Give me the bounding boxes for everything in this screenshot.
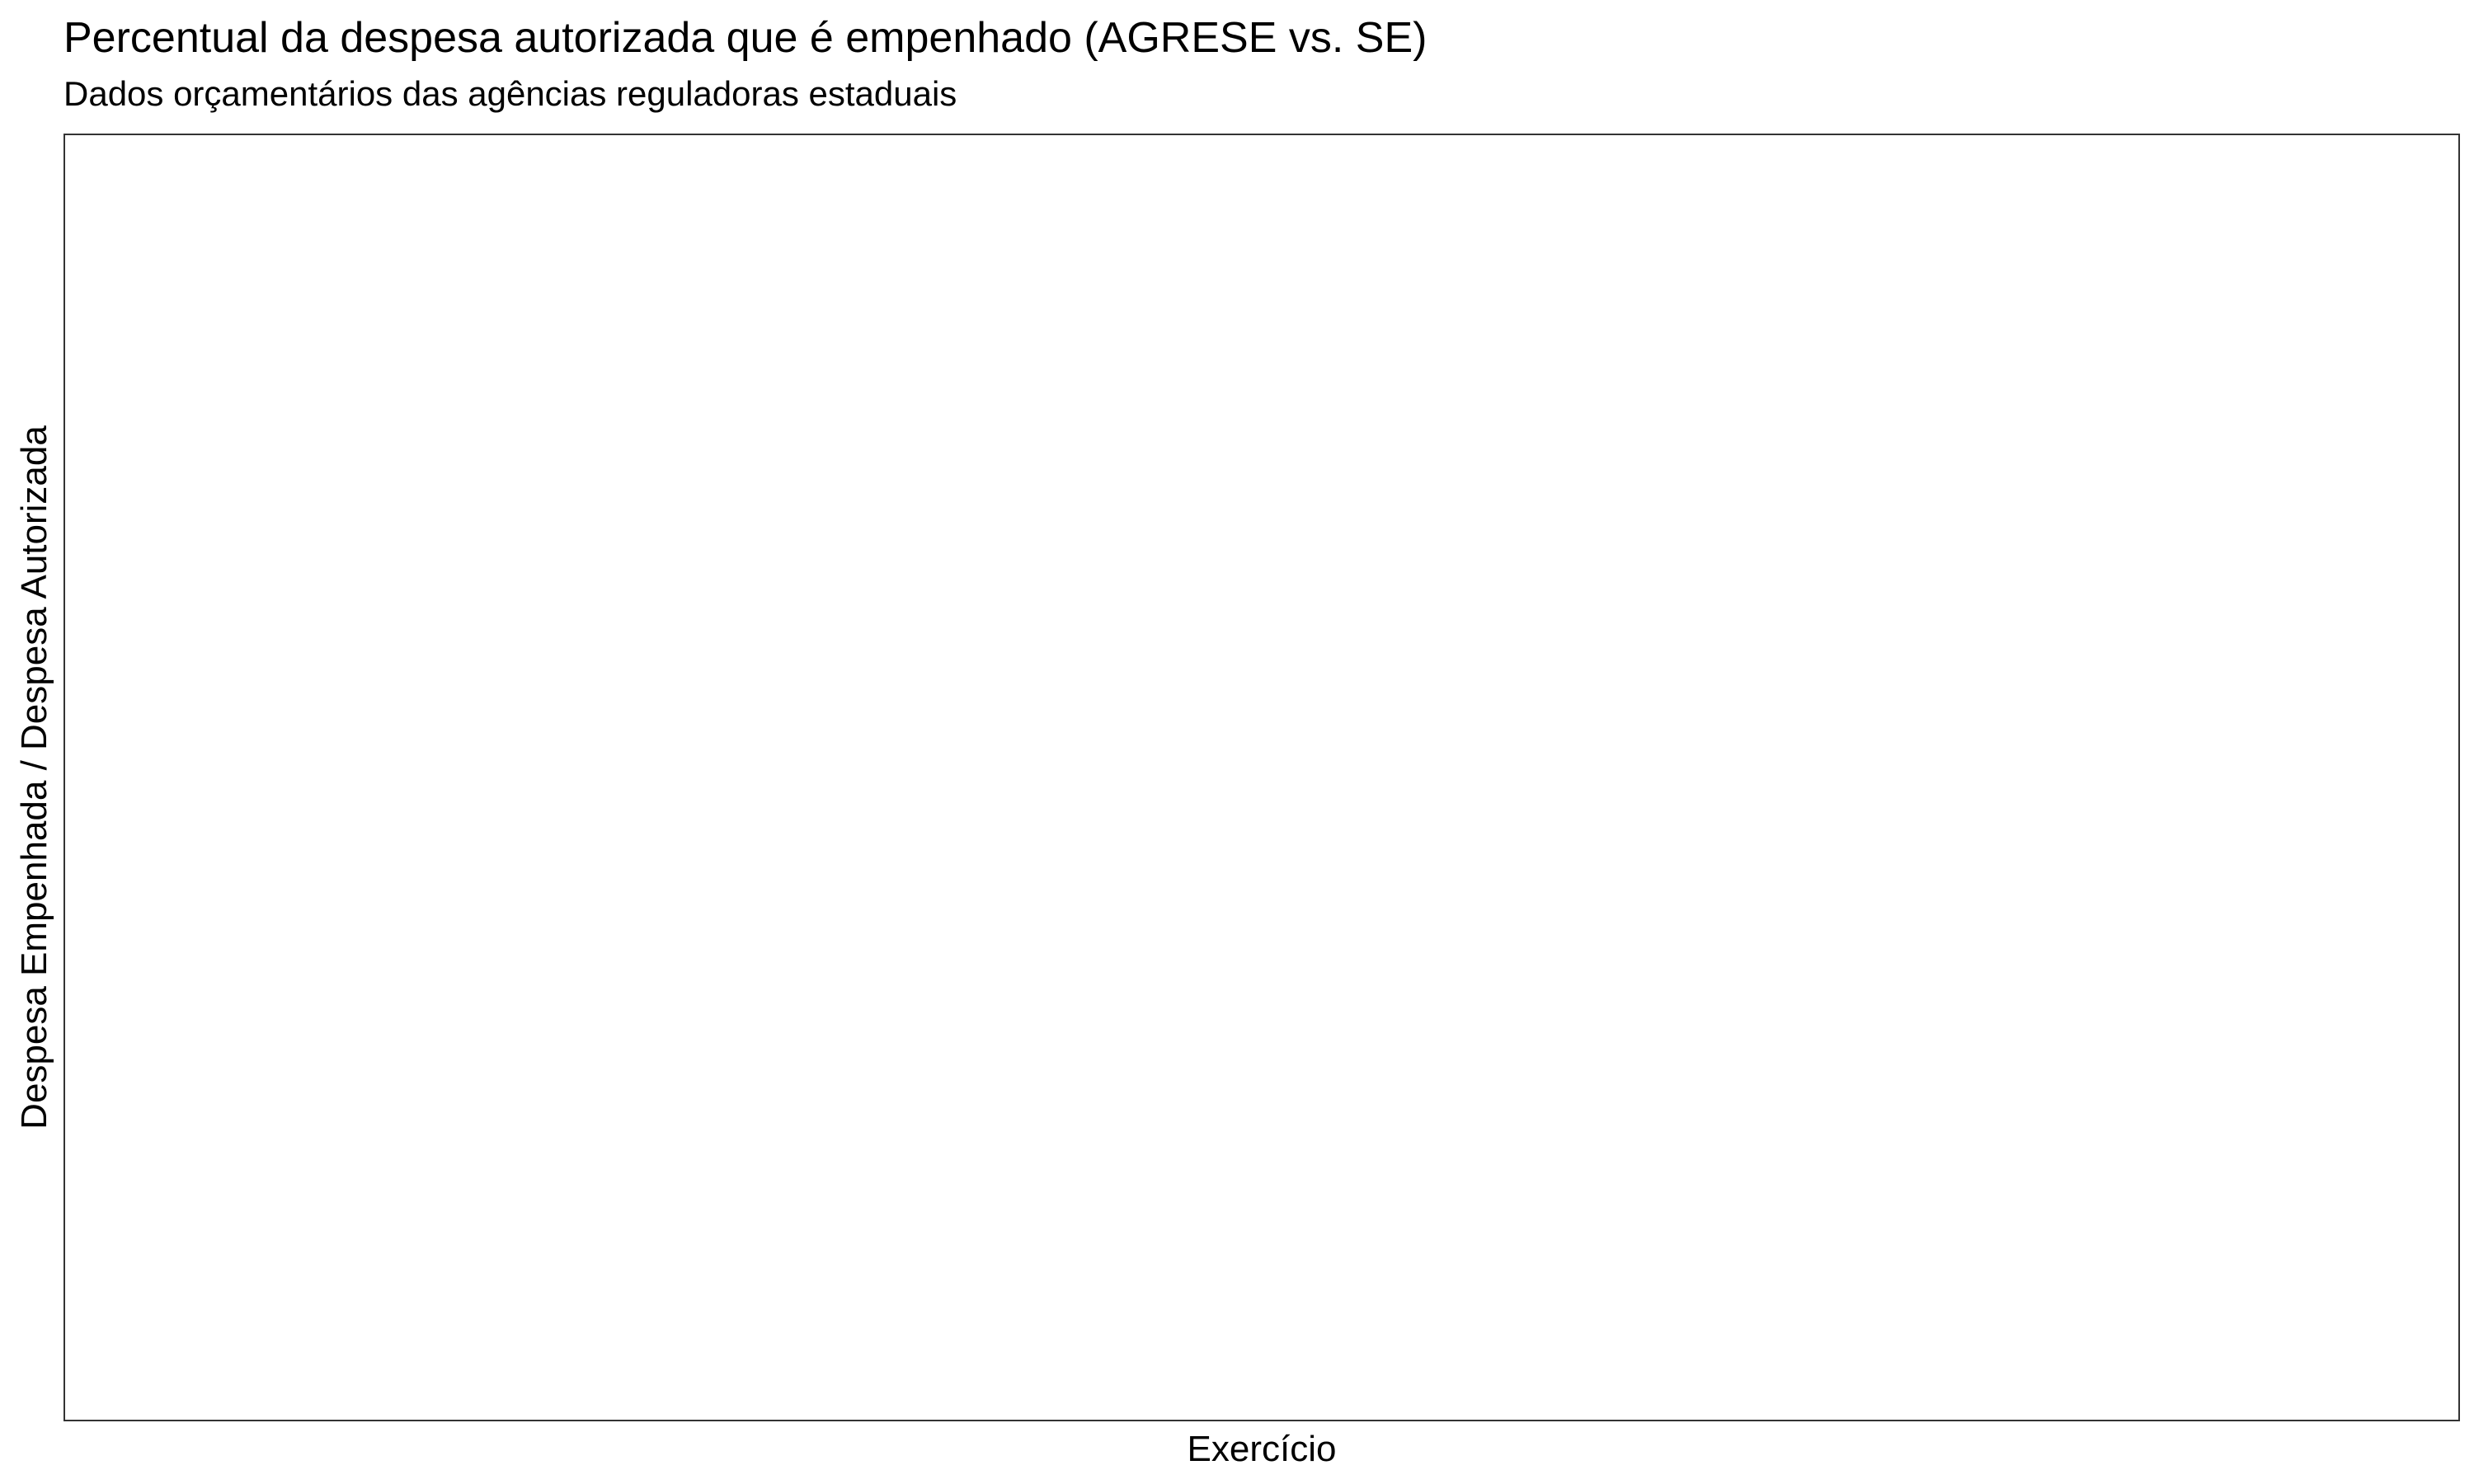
chart-title: Percentual da despesa autorizada que é e… (63, 14, 1427, 62)
x-axis-label: Exercício (1187, 1429, 1337, 1469)
plot-panel (63, 134, 2460, 1421)
y-axis-label: Despesa Empenhada / Despesa Autorizada (14, 425, 54, 1129)
chart-subtitle: Dados orçamentários das agências regulad… (63, 74, 957, 113)
